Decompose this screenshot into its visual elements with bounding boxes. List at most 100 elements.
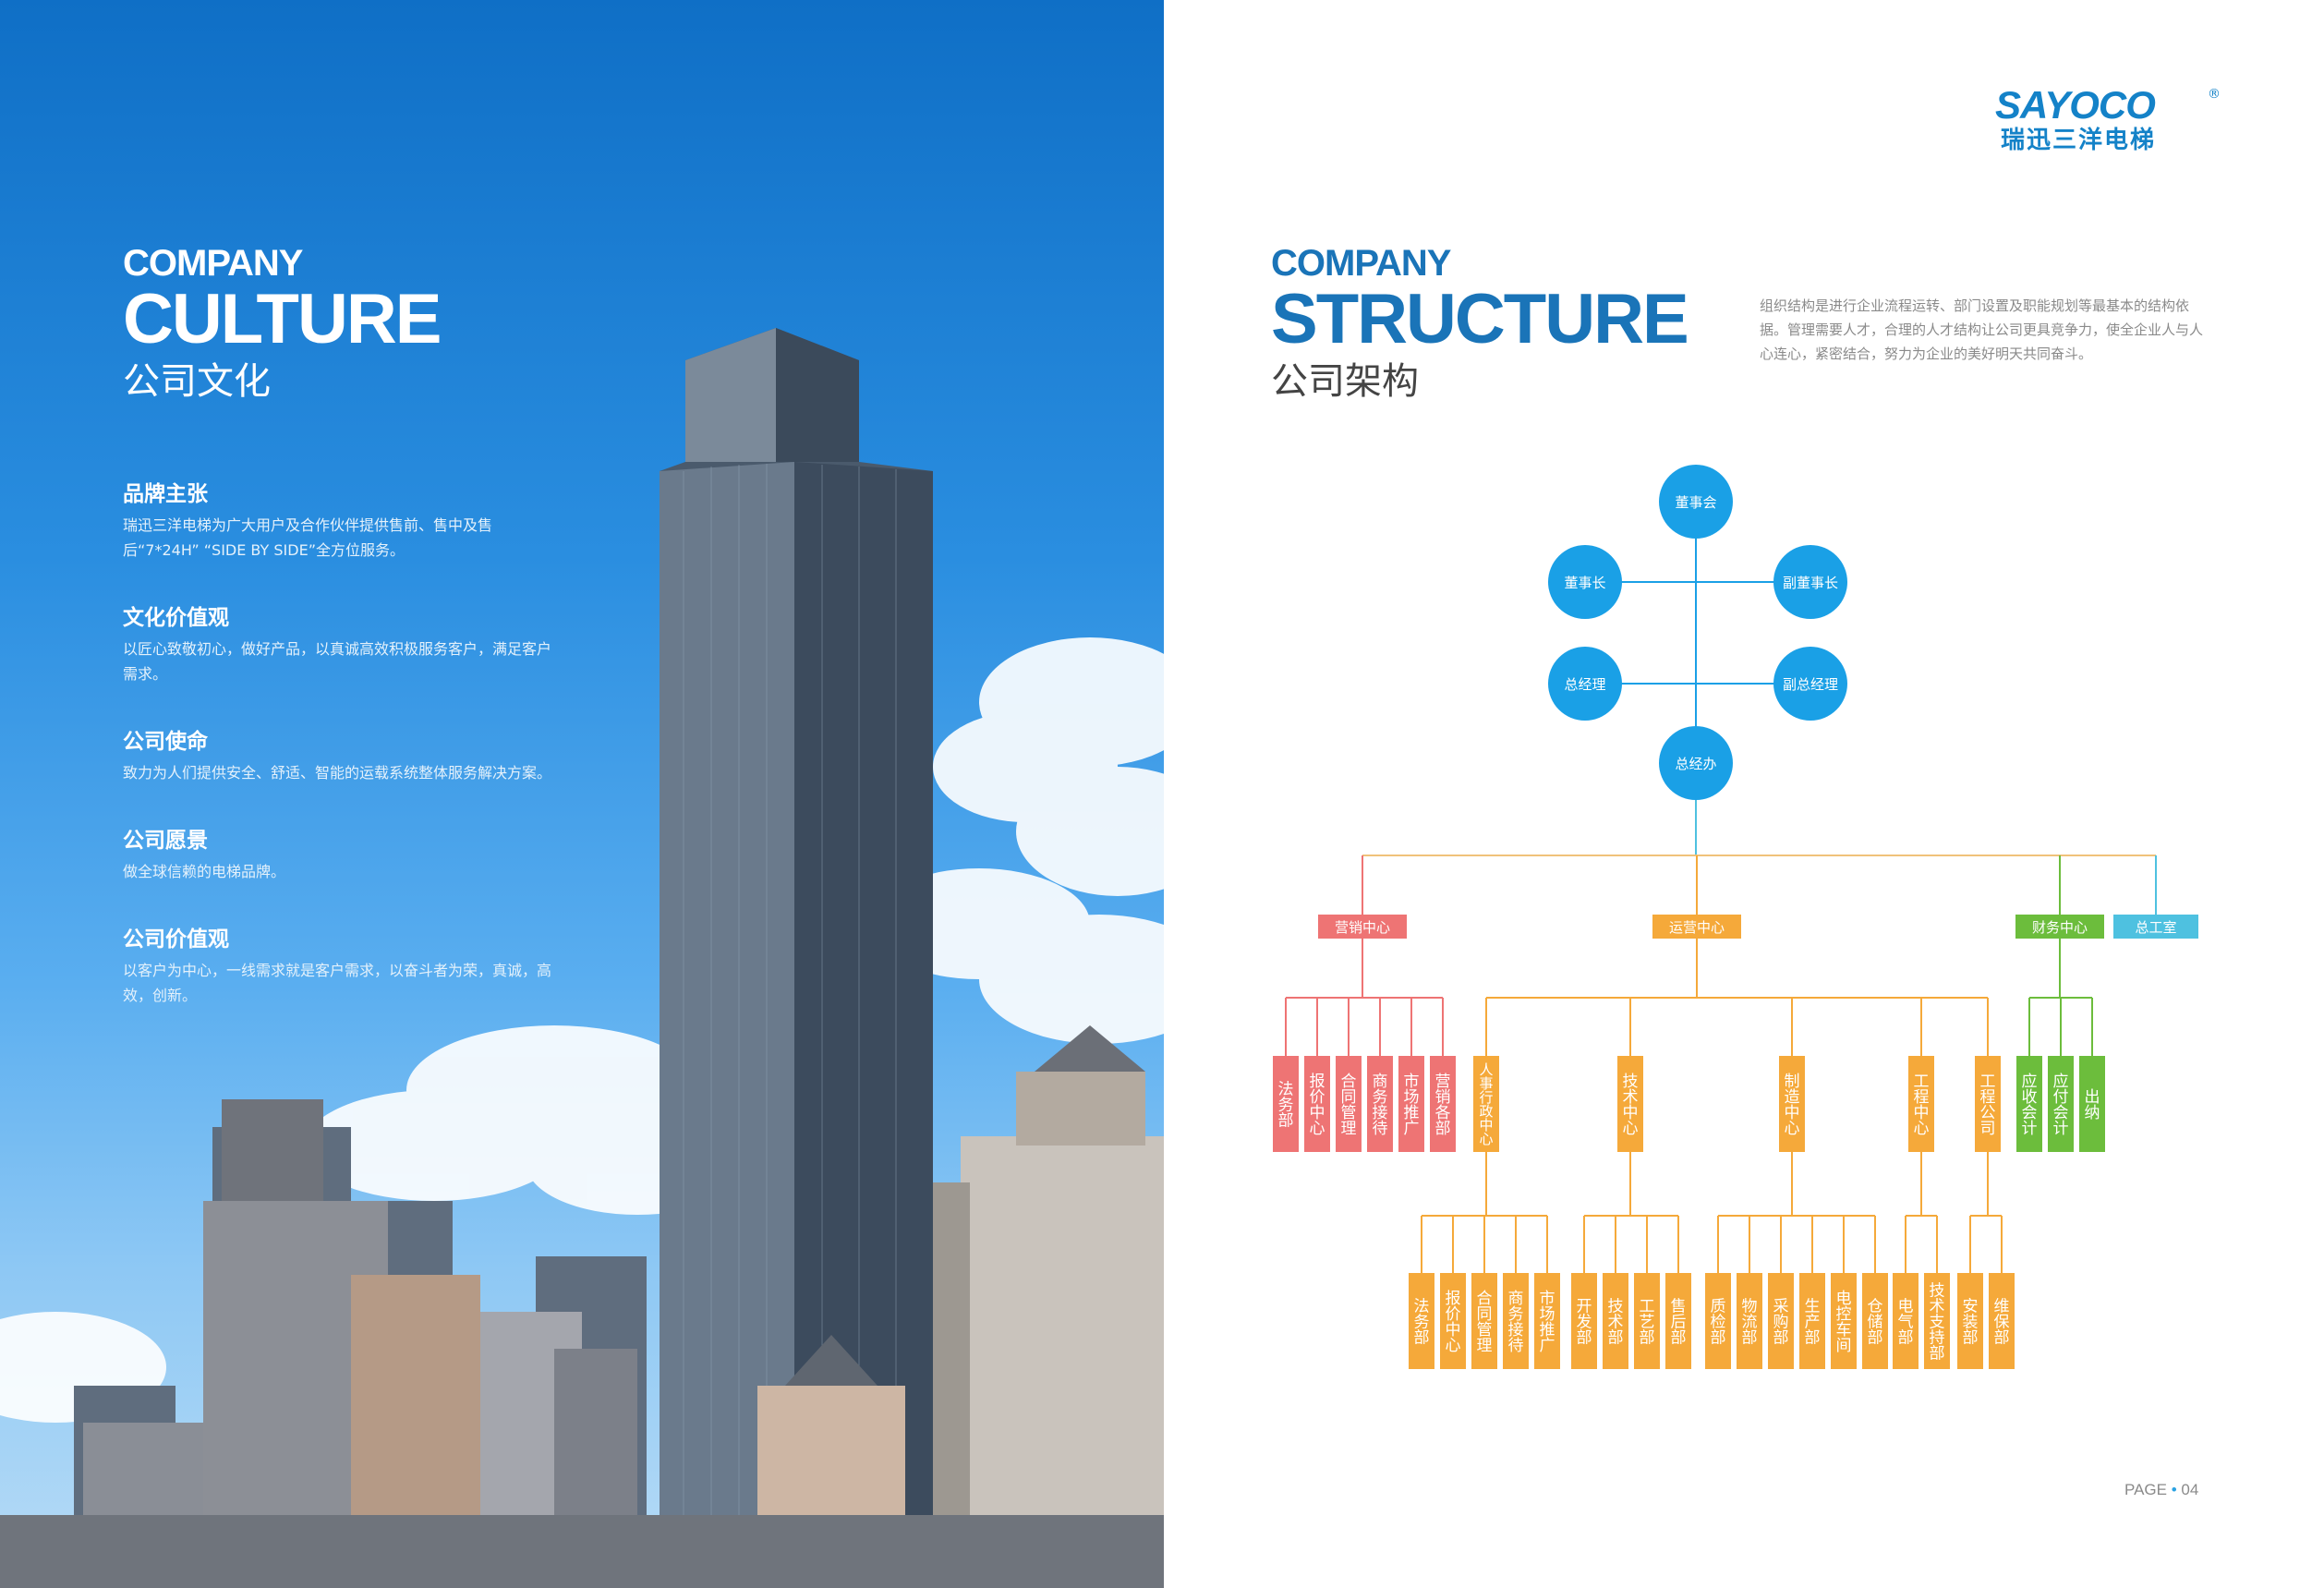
- culture-list: 品牌主张 瑞迅三洋电梯为广大用户及合作伙伴提供售前、售中及售后“7*24H” “…: [123, 476, 557, 1045]
- department-label-char: 维: [1994, 1298, 2010, 1316]
- executive-node: [1548, 647, 1622, 721]
- culture-heading-cn: 公司文化: [123, 360, 271, 403]
- sub-department-box: [1471, 1273, 1497, 1369]
- department-label-char: 会: [2053, 1104, 2069, 1122]
- department-label-char: 推: [1404, 1104, 1420, 1122]
- department-label-char: 部: [1435, 1120, 1451, 1138]
- executive-node: [1548, 545, 1622, 619]
- center-label: 总工室: [2135, 919, 2176, 936]
- department-label-char: 接: [1373, 1104, 1388, 1122]
- company-logo: SAYOCO ® 瑞迅三洋电梯: [1995, 85, 2226, 155]
- department-label-char: 部: [1608, 1329, 1624, 1348]
- department-label-char: 合: [1477, 1290, 1493, 1308]
- sub-department-box: [1737, 1273, 1762, 1369]
- page-value: 04: [2181, 1481, 2199, 1498]
- department-label-char: 销: [1435, 1088, 1451, 1107]
- department-label-char: 售: [1671, 1298, 1687, 1316]
- department-label-char: 部: [1711, 1329, 1726, 1348]
- operations-department-box: [1779, 1056, 1805, 1152]
- department-label-char: 持: [1930, 1329, 1945, 1348]
- department-label-char: 电: [1836, 1290, 1852, 1308]
- department-label-char: 计: [2022, 1120, 2038, 1138]
- executive-label: 副总经理: [1783, 676, 1838, 693]
- sub-department-box: [1665, 1273, 1691, 1369]
- department-label-char: 应: [2053, 1073, 2069, 1091]
- department-label-char: 工: [1640, 1298, 1655, 1316]
- department-label-char: 市: [1404, 1073, 1420, 1091]
- department-label-char: 程: [1914, 1088, 1930, 1107]
- department-label-char: 营: [1435, 1073, 1451, 1091]
- center-label: 营销中心: [1335, 919, 1390, 936]
- finance-department-box: [2048, 1056, 2074, 1152]
- sales-department-box: [1398, 1056, 1424, 1152]
- sub-department-box: [1440, 1273, 1466, 1369]
- executive-node: [1659, 726, 1733, 800]
- executive-label: 副董事长: [1783, 575, 1838, 591]
- department-label-char: 部: [1963, 1329, 1979, 1348]
- right-page: SAYOCO ® 瑞迅三洋电梯 COMPANY STRUCTURE 公司架构 组…: [1164, 0, 2324, 1588]
- department-label-char: 务: [1278, 1097, 1294, 1115]
- department-label-char: 政: [1479, 1103, 1493, 1120]
- department-label-char: 价: [1446, 1305, 1461, 1324]
- finance-department-box: [2079, 1056, 2105, 1152]
- department-label-char: 待: [1373, 1120, 1388, 1138]
- department-label-char: 支: [1930, 1314, 1945, 1332]
- executive-label: 总经办: [1675, 756, 1716, 772]
- department-label-char: 购: [1773, 1314, 1789, 1332]
- department-label-char: 气: [1898, 1314, 1914, 1332]
- center-label: 运营中心: [1669, 919, 1725, 936]
- department-label-char: 价: [1310, 1088, 1325, 1107]
- department-label-char: 理: [1341, 1120, 1357, 1138]
- executive-label: 董事长: [1564, 575, 1605, 591]
- department-label-char: 心: [1914, 1120, 1930, 1138]
- culture-item-brand: 品牌主张 瑞迅三洋电梯为广大用户及合作伙伴提供售前、售中及售后“7*24H” “…: [123, 476, 557, 563]
- sub-department-box: [1893, 1273, 1919, 1369]
- department-label-char: 事: [1479, 1075, 1493, 1092]
- operations-department-box: [1617, 1056, 1643, 1152]
- org-chart: 董事会董事长副董事长总经理副总经理总经办营销中心运营中心财务中心总工室法务部报价…: [1273, 465, 2198, 1369]
- department-label-char: 接: [1508, 1321, 1524, 1339]
- registered-mark: ®: [2208, 87, 2221, 102]
- department-label-char: 控: [1836, 1305, 1852, 1324]
- department-label-char: 场: [1404, 1088, 1420, 1107]
- department-label-char: 心: [1623, 1120, 1639, 1138]
- department-label-char: 装: [1963, 1314, 1979, 1332]
- department-label-char: 生: [1805, 1298, 1821, 1316]
- culture-item-core-values: 公司价值观 以客户为中心，一线需求就是客户需求，以奋斗者为荣，真诚，高效，创新。: [123, 921, 557, 1008]
- sub-department-box: [1603, 1273, 1628, 1369]
- department-label-char: 艺: [1640, 1314, 1655, 1332]
- department-label-char: 术: [1930, 1298, 1945, 1316]
- department-label-char: 推: [1540, 1321, 1555, 1339]
- operations-department-box: [1473, 1056, 1499, 1152]
- structure-intro: 组织结构是进行企业流程运转、部门设置及职能规划等最基本的结构依据。管理需要人才，…: [1760, 297, 2204, 362]
- sub-department-box: [1768, 1273, 1794, 1369]
- department-label-char: 流: [1742, 1314, 1758, 1332]
- department-label-char: 待: [1508, 1337, 1524, 1355]
- department-label-char: 部: [1671, 1329, 1687, 1348]
- department-label-char: 场: [1540, 1305, 1555, 1324]
- center-box: [1318, 915, 1407, 939]
- department-label-char: 付: [2053, 1088, 2069, 1107]
- department-label-char: 应: [2022, 1073, 2038, 1091]
- department-label-char: 心: [1479, 1131, 1493, 1147]
- department-label-char: 中: [1446, 1321, 1461, 1339]
- finance-department-box: [2016, 1056, 2042, 1152]
- executive-node: [1773, 545, 1847, 619]
- structure-heading-en-large: STRUCTURE: [1271, 280, 1689, 358]
- department-label-char: 公: [1980, 1104, 1996, 1122]
- sub-department-box: [1571, 1273, 1597, 1369]
- department-label-char: 部: [1577, 1329, 1592, 1348]
- department-label-char: 管: [1477, 1321, 1493, 1339]
- department-label-char: 中: [1310, 1104, 1325, 1122]
- department-label-char: 电: [1898, 1298, 1914, 1316]
- department-label-char: 商: [1508, 1290, 1524, 1308]
- sales-department-box: [1304, 1056, 1330, 1152]
- center-box: [2015, 915, 2104, 939]
- department-label-char: 部: [1742, 1329, 1758, 1348]
- department-label-char: 各: [1435, 1104, 1451, 1122]
- department-label-char: 报: [1310, 1073, 1325, 1091]
- department-label-char: 发: [1577, 1314, 1592, 1332]
- culture-heading-en-large: CULTURE: [123, 280, 442, 358]
- skyline-illustration: [0, 328, 1164, 1588]
- culture-item-text: 瑞迅三洋电梯为广大用户及合作伙伴提供售前、售中及售后“7*24H” “SIDE …: [123, 516, 493, 559]
